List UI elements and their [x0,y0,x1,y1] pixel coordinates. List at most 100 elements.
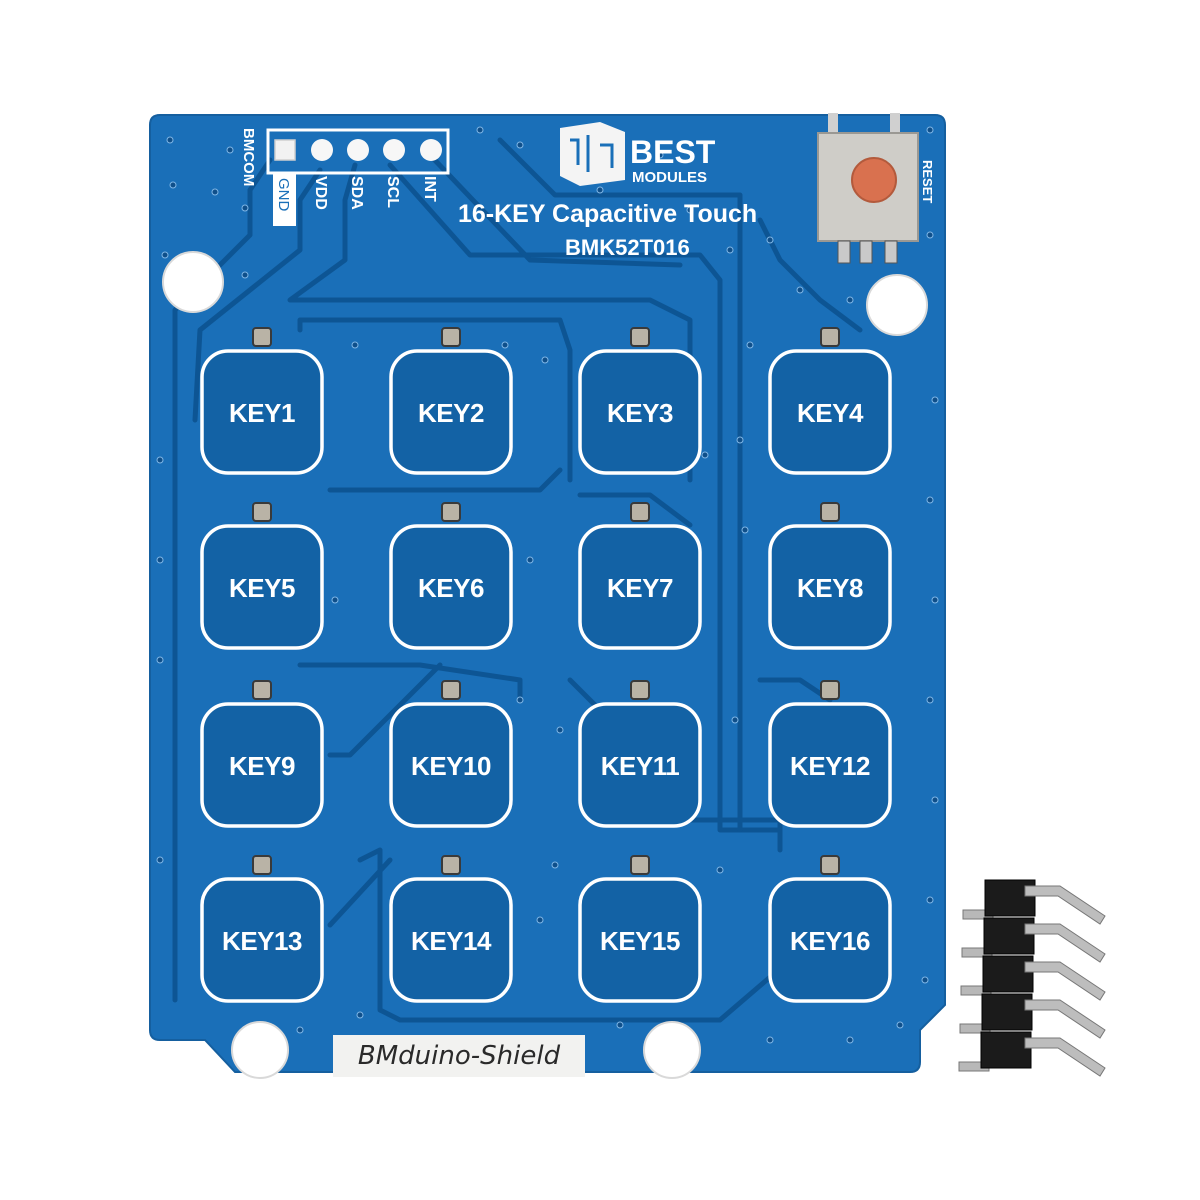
mounting-hole [231,1021,289,1079]
key-pad[interactable] [200,702,324,828]
key-pad[interactable] [578,524,702,650]
key-label: KEY3 [607,398,673,428]
key-led [820,680,840,700]
touch-key-4[interactable]: KEY4 [768,327,892,475]
mounting-hole [162,251,224,313]
header-pin [962,879,1106,925]
shield-label-box [333,1035,585,1077]
pin-pad [383,139,405,161]
key-led [820,855,840,875]
key-pad[interactable] [578,349,702,475]
key-label: KEY8 [797,573,863,603]
touch-key-7[interactable]: KEY7 [578,502,702,650]
key-label: KEY4 [797,398,864,428]
key-led [630,680,650,700]
key-label: KEY15 [600,926,680,956]
touch-key-13[interactable]: KEY13 [200,855,324,1003]
key-led [252,855,272,875]
logo-modules: MODULES [632,169,707,186]
key-label: KEY2 [418,398,484,428]
pin-pad [347,139,369,161]
key-pad[interactable] [200,877,324,1003]
board-model: BMK52T016 [565,235,690,260]
key-pad[interactable] [389,524,513,650]
key-pad[interactable] [768,349,892,475]
touch-key-5[interactable]: KEY5 [200,502,324,650]
key-label: KEY6 [418,573,484,603]
key-led [252,502,272,522]
key-led [630,855,650,875]
pin-label-sda: SDA [348,176,365,210]
reset-button-cap[interactable] [851,157,897,203]
key-label: KEY1 [229,398,295,428]
key-led [441,680,461,700]
key-pad[interactable] [768,702,892,828]
pin-pad [420,139,442,161]
pin-label-int: INT [421,176,438,202]
touch-key-9[interactable]: KEY9 [200,680,324,828]
key-pad[interactable] [389,702,513,828]
key-label: KEY12 [790,751,870,781]
touch-key-14[interactable]: KEY14 [389,855,513,1003]
copper-traces [172,137,863,1023]
key-led [441,327,461,347]
key-pad[interactable] [768,877,892,1003]
header-pin [959,993,1106,1039]
key-led [252,680,272,700]
key-led [820,502,840,522]
touch-key-2[interactable]: KEY2 [389,327,513,475]
header-pin [961,917,1106,963]
key-pad[interactable] [578,702,702,828]
touch-key-3[interactable]: KEY3 [578,327,702,475]
pcb-board [149,114,946,1073]
shield-label: BMduino-Shield [358,1041,561,1071]
key-pad[interactable] [389,349,513,475]
pin-label-gnd: GND [275,178,292,212]
touch-key-12[interactable]: KEY12 [768,680,892,828]
key-led [630,502,650,522]
mounting-hole [866,274,928,336]
key-label: KEY9 [229,751,295,781]
key-label: KEY5 [229,573,295,603]
key-pad[interactable] [389,877,513,1003]
logo-best: BEST [630,134,716,170]
mounting-hole [643,1021,701,1079]
bmcom-connector: GND VDD SDA SCL INT BMCOM [240,128,450,226]
pin-label-vdd: VDD [312,176,329,210]
key-led [252,327,272,347]
key-led [441,502,461,522]
pin-pad-square [274,139,296,161]
best-modules-logo: BEST MODULES [560,122,716,186]
header-pin [960,955,1106,1001]
key-pad[interactable] [578,877,702,1003]
board-title: 16-KEY Capacitive Touch [458,200,757,228]
touch-key-15[interactable]: KEY15 [578,855,702,1003]
connector-label-bmcom: BMCOM [240,128,257,186]
pin-header-5pos [958,879,1106,1077]
touch-key-11[interactable]: KEY11 [578,680,702,828]
gnd-label-box [273,173,296,226]
key-pad[interactable] [200,524,324,650]
key-label: KEY14 [411,926,492,956]
touch-key-16[interactable]: KEY16 [768,855,892,1003]
key-label: KEY13 [222,926,302,956]
reset-label: RESET [920,160,935,203]
key-pad[interactable] [768,524,892,650]
pin-label-scl: SCL [384,176,401,208]
key-label: KEY16 [790,926,870,956]
touch-key-6[interactable]: KEY6 [389,502,513,650]
key-led [630,327,650,347]
key-label: KEY10 [411,751,491,781]
header-pin [958,1031,1106,1077]
key-led [441,855,461,875]
touch-key-8[interactable]: KEY8 [768,502,892,650]
key-label: KEY11 [601,751,679,781]
key-led [820,327,840,347]
reset-button[interactable]: RESET [817,113,935,264]
touch-key-1[interactable]: KEY1 [200,327,324,475]
touch-key-10[interactable]: KEY10 [389,680,513,828]
pin-pad [311,139,333,161]
key-pad[interactable] [200,349,324,475]
